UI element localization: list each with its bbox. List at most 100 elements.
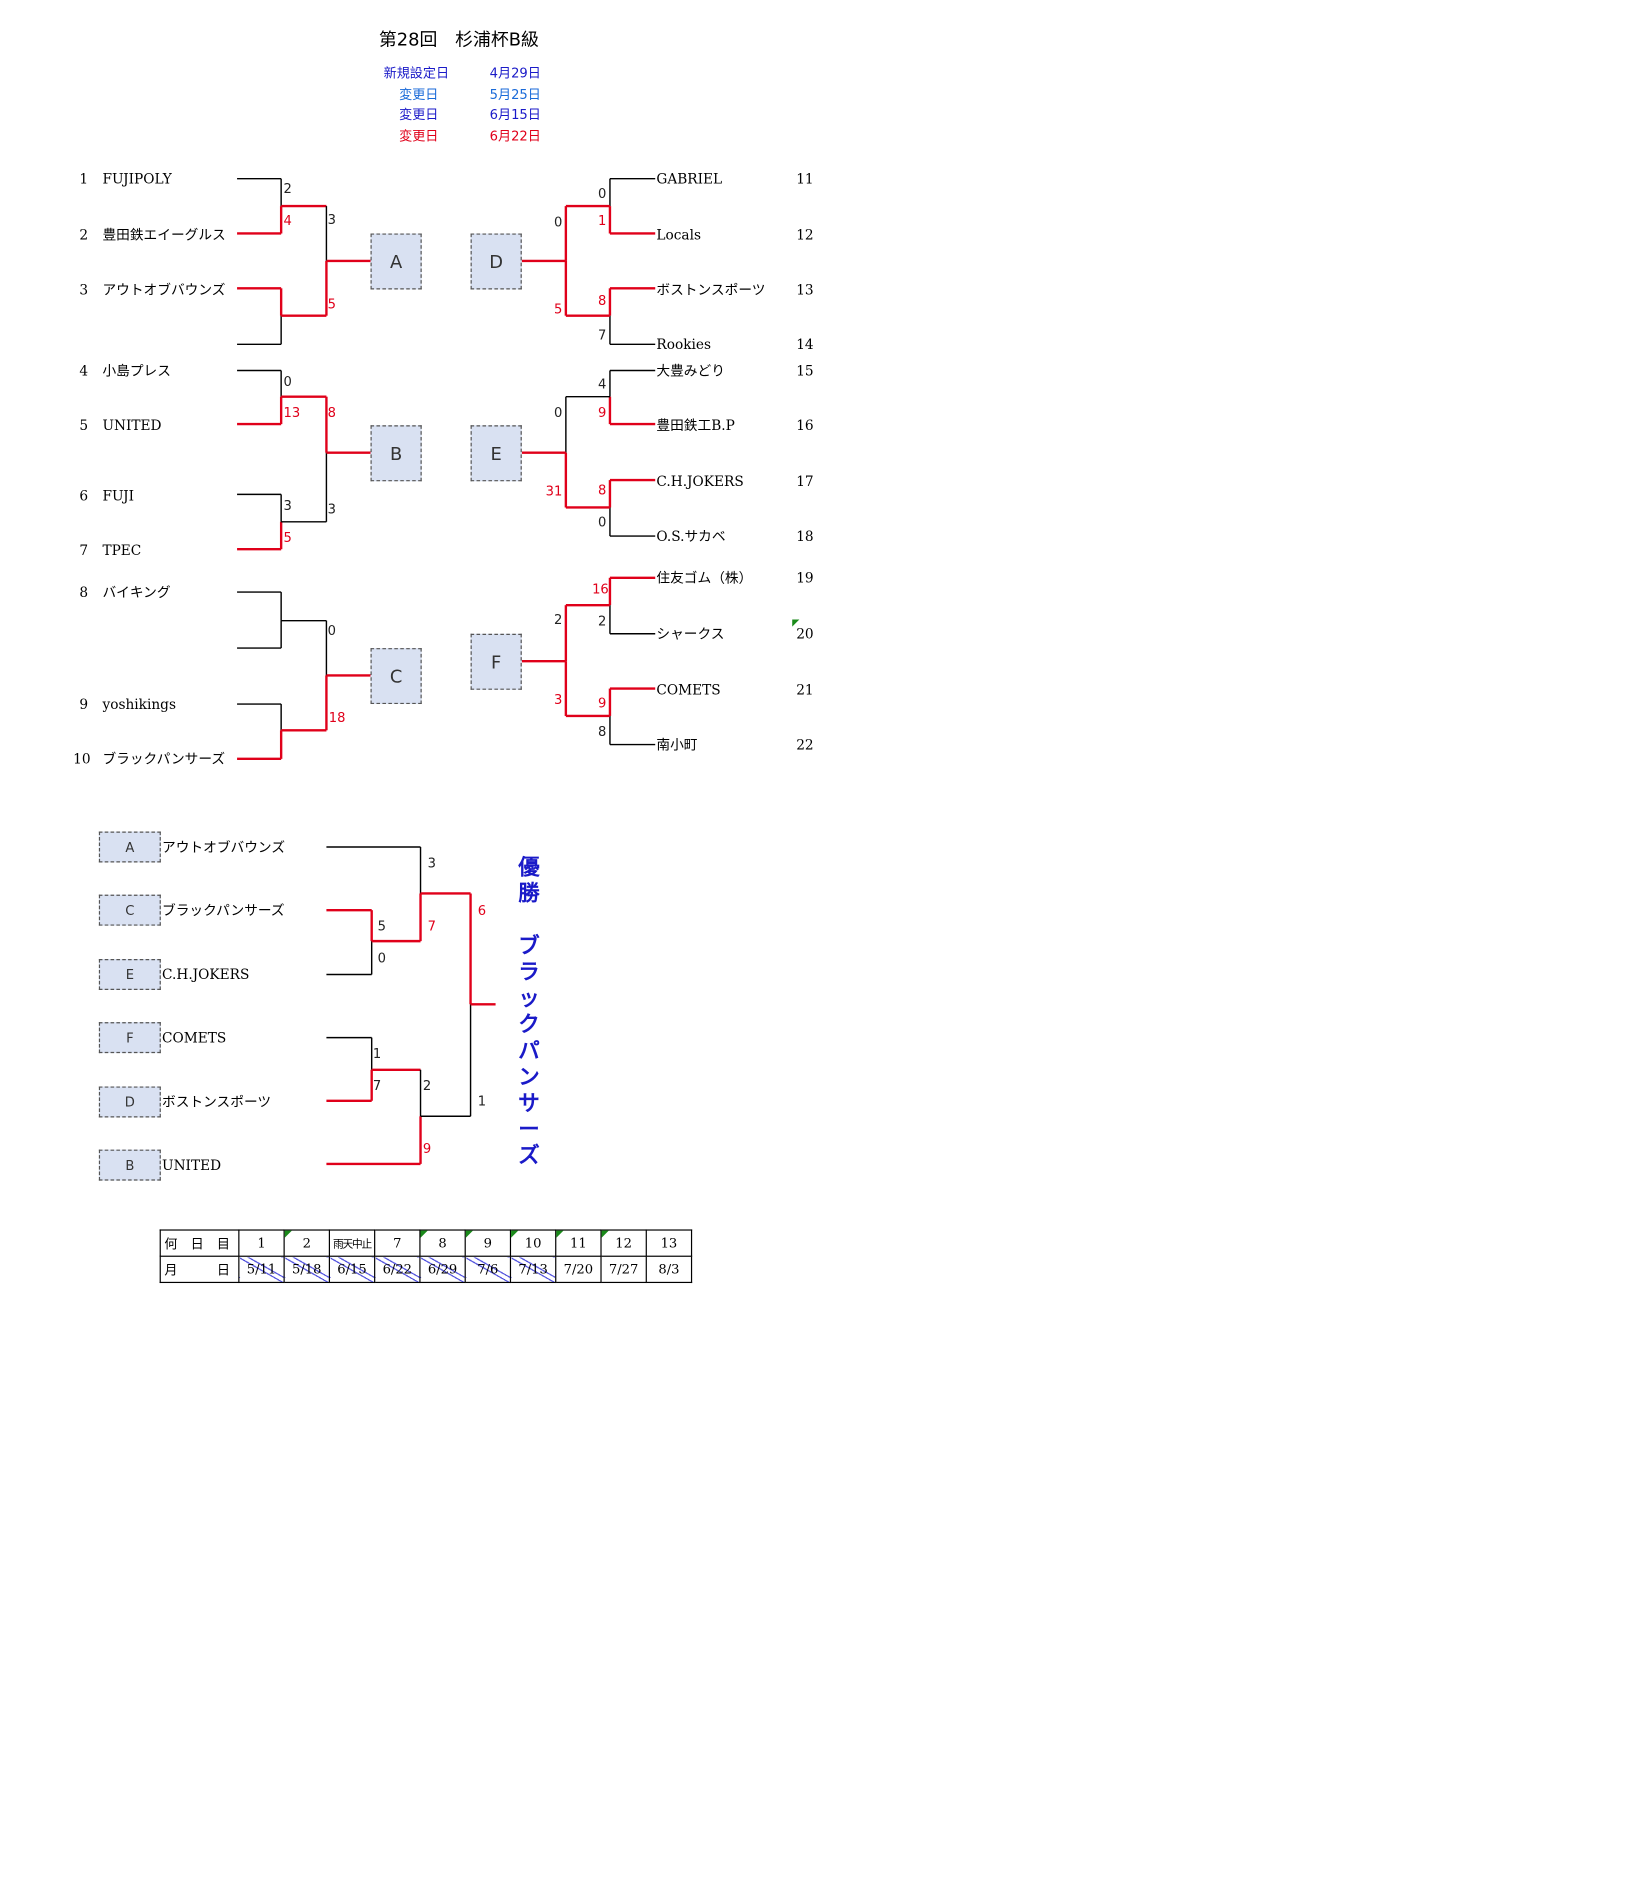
team-number: 5 [79, 416, 89, 434]
score: 5 [327, 296, 336, 313]
team-name: C.H.JOKERS [656, 472, 744, 490]
date-cell: 7/6 [464, 1255, 512, 1284]
team-number: 19 [796, 569, 814, 587]
day-cell: 8 [419, 1229, 466, 1257]
group-box-f: F [470, 633, 522, 690]
team-number: 14 [796, 335, 814, 353]
score: 0 [377, 950, 386, 967]
final-team-name: アウトオブバウンズ [162, 838, 286, 856]
day-cell: 12 [600, 1229, 647, 1257]
team-number: 7 [79, 542, 89, 559]
score: 16 [592, 581, 609, 597]
team-number: 13 [796, 281, 814, 298]
date-cell: 7/20 [555, 1255, 602, 1284]
team-number: 20 [796, 625, 814, 643]
team-number: 22 [796, 736, 814, 753]
champion-label: 優勝 [518, 855, 540, 907]
date-cell: 6/15 [328, 1255, 376, 1284]
date-label-3: 変更日 [399, 107, 439, 123]
schedule-row-date: 月 日 5/11 5/18 6/15 6/22 6/29 7/6 7/13 7/… [159, 1255, 693, 1284]
score: 9 [598, 405, 607, 421]
date-cell: 5/18 [283, 1255, 330, 1284]
team-number: 6 [79, 487, 89, 504]
score: 2 [598, 613, 607, 630]
final-box-a: A [98, 831, 161, 863]
score: 7 [598, 327, 607, 344]
score: 5 [283, 530, 292, 546]
score: 9 [422, 1141, 432, 1157]
score: 3 [283, 497, 292, 514]
score: 13 [283, 405, 301, 421]
team-number: 8 [79, 583, 89, 601]
team-number: 15 [796, 362, 814, 379]
team-name: 豊田鉄エイーグルス [102, 226, 226, 244]
date-cell: 6/29 [419, 1255, 466, 1284]
score: 5 [553, 301, 563, 317]
day-cell: 2 [283, 1229, 330, 1257]
score: 7 [427, 918, 437, 934]
team-name: 南小町 [656, 736, 698, 753]
team-name: ボストンスポーツ [656, 281, 766, 298]
final-team-name: ボストンスポーツ [162, 1093, 272, 1111]
date-cell: 8/3 [645, 1255, 693, 1284]
champion-block: 優勝 ブラックパンサーズ [515, 855, 544, 1170]
date-value-4: 6月22日 [489, 128, 541, 145]
team-name: 大豊みどり [656, 362, 725, 379]
team-number: 10 [73, 750, 91, 768]
score: 31 [545, 483, 563, 500]
score: 0 [553, 405, 563, 421]
team-name: バイキング [102, 583, 171, 601]
date-label-2: 変更日 [399, 86, 439, 103]
day-cell: 13 [645, 1229, 693, 1257]
score: 8 [598, 724, 607, 740]
group-box-e: E [470, 425, 522, 482]
date-cell: 7/27 [600, 1255, 647, 1284]
schedule-row-day: 何 日 目 1 2 雨天中止 7 8 9 10 11 12 13 [159, 1229, 693, 1257]
final-team-name: C.H.JOKERS [162, 966, 250, 983]
team-name: Rookies [656, 335, 712, 353]
score: 5 [377, 918, 386, 934]
team-name: TPEC [102, 542, 142, 559]
score: 9 [598, 695, 607, 712]
date-label-1: 新規設定日 [383, 65, 450, 82]
score: 0 [553, 214, 563, 230]
comment-marker [792, 619, 800, 627]
team-number: 16 [796, 416, 814, 434]
team-name: Locals [656, 226, 702, 244]
team-name: 豊田鉄工B.P [656, 416, 735, 434]
team-number: 9 [79, 695, 89, 713]
score: 6 [477, 903, 487, 919]
day-cell: 9 [464, 1229, 512, 1257]
score: 8 [598, 293, 607, 309]
team-number: 17 [796, 472, 814, 490]
team-name: FUJI [102, 487, 135, 504]
score: 3 [327, 212, 336, 228]
date-cell: 6/22 [374, 1255, 421, 1284]
score: 2 [553, 612, 563, 628]
score: 1 [598, 213, 607, 229]
team-name: ブラックパンサーズ [102, 750, 226, 768]
team-name: COMETS [656, 681, 721, 699]
team-name: UNITED [102, 416, 162, 434]
score: 2 [283, 181, 292, 197]
score: 2 [422, 1078, 432, 1094]
team-number: 18 [796, 527, 814, 545]
team-number: 1 [79, 170, 89, 188]
score: 0 [598, 185, 607, 202]
day-cell: 7 [374, 1229, 421, 1257]
final-box-e: E [98, 958, 161, 990]
score: 1 [372, 1045, 382, 1062]
group-box-b: B [370, 425, 422, 482]
schedule-row-label: 何 日 目 [159, 1229, 240, 1257]
team-name: アウトオブバウンズ [102, 281, 226, 298]
score: 4 [283, 213, 292, 229]
group-box-d: D [470, 233, 522, 290]
schedule-row-label: 月 日 [159, 1255, 240, 1284]
final-team-name: ブラックパンサーズ [162, 901, 285, 919]
date-value-2: 5月25日 [489, 86, 541, 103]
team-name: シャークス [656, 625, 725, 643]
page-title: 第28回 杉浦杯B級 [378, 28, 539, 51]
score: 0 [598, 514, 607, 531]
